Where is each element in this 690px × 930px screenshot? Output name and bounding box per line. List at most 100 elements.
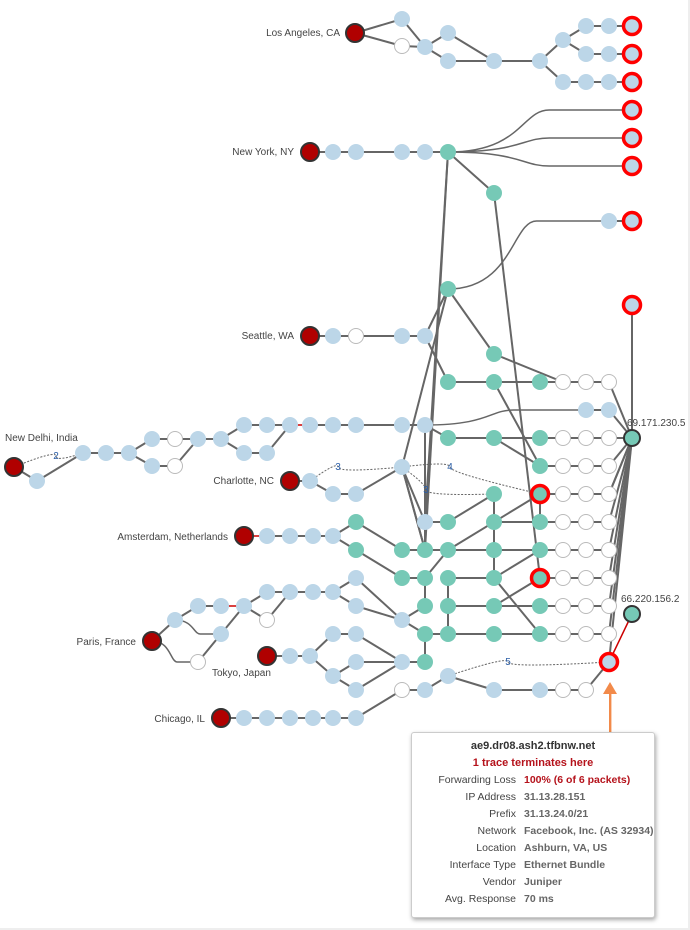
hop-node[interactable]: [282, 417, 298, 433]
hop-node[interactable]: [121, 445, 137, 461]
destination-node-ip1[interactable]: [623, 429, 641, 447]
unresponsive-hop-node[interactable]: [555, 486, 571, 502]
hop-node[interactable]: [259, 417, 275, 433]
hop-node[interactable]: [417, 144, 433, 160]
hop-node[interactable]: [282, 648, 298, 664]
hop-node[interactable]: [440, 598, 456, 614]
hop-node[interactable]: [325, 710, 341, 726]
unresponsive-hop-node[interactable]: [578, 514, 594, 530]
hop-node[interactable]: [325, 417, 341, 433]
unresponsive-hop-node[interactable]: [167, 458, 183, 474]
hop-node[interactable]: [440, 144, 456, 160]
hop-node[interactable]: [440, 53, 456, 69]
hop-node[interactable]: [440, 626, 456, 642]
hop-node[interactable]: [394, 417, 410, 433]
hop-node[interactable]: [440, 25, 456, 41]
hop-node[interactable]: [394, 542, 410, 558]
hop-node[interactable]: [144, 431, 160, 447]
hop-node[interactable]: [75, 445, 91, 461]
hop-node[interactable]: [348, 486, 364, 502]
unresponsive-hop-node[interactable]: [555, 570, 571, 586]
hop-node[interactable]: [440, 668, 456, 684]
unresponsive-hop-node[interactable]: [555, 514, 571, 530]
hop-node[interactable]: [532, 626, 548, 642]
terminating-hop-node[interactable]: [621, 99, 643, 121]
hop-node[interactable]: [578, 402, 594, 418]
unresponsive-hop-node[interactable]: [601, 514, 617, 530]
hop-node[interactable]: [486, 626, 502, 642]
hop-node[interactable]: [601, 213, 617, 229]
hop-node[interactable]: [417, 654, 433, 670]
hop-node[interactable]: [417, 570, 433, 586]
source-node-la[interactable]: [345, 23, 365, 43]
terminating-hop-node[interactable]: [621, 127, 643, 149]
hop-node[interactable]: [325, 144, 341, 160]
hop-node[interactable]: [486, 346, 502, 362]
unresponsive-hop-node[interactable]: [578, 486, 594, 502]
hop-node[interactable]: [417, 626, 433, 642]
unresponsive-hop-node[interactable]: [394, 682, 410, 698]
unresponsive-hop-node[interactable]: [259, 612, 275, 628]
terminating-hop-node[interactable]: [529, 567, 551, 589]
hop-node[interactable]: [325, 626, 341, 642]
source-node-sea[interactable]: [300, 326, 320, 346]
hop-node[interactable]: [29, 473, 45, 489]
unresponsive-hop-node[interactable]: [578, 374, 594, 390]
hop-node[interactable]: [486, 514, 502, 530]
hop-node[interactable]: [325, 668, 341, 684]
hop-node[interactable]: [259, 584, 275, 600]
unresponsive-hop-node[interactable]: [601, 430, 617, 446]
terminating-hop-node[interactable]: [621, 294, 643, 316]
hop-node[interactable]: [305, 528, 321, 544]
hop-node[interactable]: [486, 682, 502, 698]
hop-node[interactable]: [213, 431, 229, 447]
unresponsive-hop-node[interactable]: [601, 570, 617, 586]
terminating-hop-node[interactable]: [621, 43, 643, 65]
unresponsive-hop-node[interactable]: [578, 598, 594, 614]
hop-node[interactable]: [417, 542, 433, 558]
terminating-hop-node[interactable]: [529, 483, 551, 505]
hop-node[interactable]: [144, 458, 160, 474]
unresponsive-hop-node[interactable]: [578, 458, 594, 474]
hop-node[interactable]: [578, 74, 594, 90]
hop-node[interactable]: [305, 584, 321, 600]
hop-node[interactable]: [486, 570, 502, 586]
hop-node[interactable]: [325, 528, 341, 544]
hop-node[interactable]: [348, 514, 364, 530]
hop-node[interactable]: [325, 584, 341, 600]
hop-node[interactable]: [486, 542, 502, 558]
hop-node[interactable]: [417, 598, 433, 614]
unresponsive-hop-node[interactable]: [601, 598, 617, 614]
hop-node[interactable]: [236, 445, 252, 461]
hop-node[interactable]: [555, 32, 571, 48]
unresponsive-hop-node[interactable]: [601, 374, 617, 390]
source-node-par[interactable]: [142, 631, 162, 651]
unresponsive-hop-node[interactable]: [601, 458, 617, 474]
unresponsive-hop-node[interactable]: [555, 598, 571, 614]
hop-node[interactable]: [417, 514, 433, 530]
hop-node[interactable]: [236, 710, 252, 726]
hop-node[interactable]: [302, 473, 318, 489]
hop-node[interactable]: [486, 53, 502, 69]
hop-node[interactable]: [190, 431, 206, 447]
hop-node[interactable]: [213, 626, 229, 642]
unresponsive-hop-node[interactable]: [555, 374, 571, 390]
terminating-hop-node[interactable]: [598, 651, 620, 673]
hop-node[interactable]: [532, 430, 548, 446]
unresponsive-hop-node[interactable]: [578, 626, 594, 642]
hop-node[interactable]: [532, 374, 548, 390]
hop-node[interactable]: [440, 374, 456, 390]
terminating-hop-node[interactable]: [621, 71, 643, 93]
hop-node[interactable]: [532, 682, 548, 698]
hop-node[interactable]: [601, 74, 617, 90]
terminating-hop-node[interactable]: [621, 15, 643, 37]
unresponsive-hop-node[interactable]: [555, 682, 571, 698]
unresponsive-hop-node[interactable]: [578, 682, 594, 698]
hop-node[interactable]: [348, 570, 364, 586]
hop-node[interactable]: [282, 528, 298, 544]
unresponsive-hop-node[interactable]: [190, 654, 206, 670]
hop-node[interactable]: [440, 570, 456, 586]
hop-node[interactable]: [259, 710, 275, 726]
hop-node[interactable]: [532, 542, 548, 558]
hop-node[interactable]: [486, 486, 502, 502]
